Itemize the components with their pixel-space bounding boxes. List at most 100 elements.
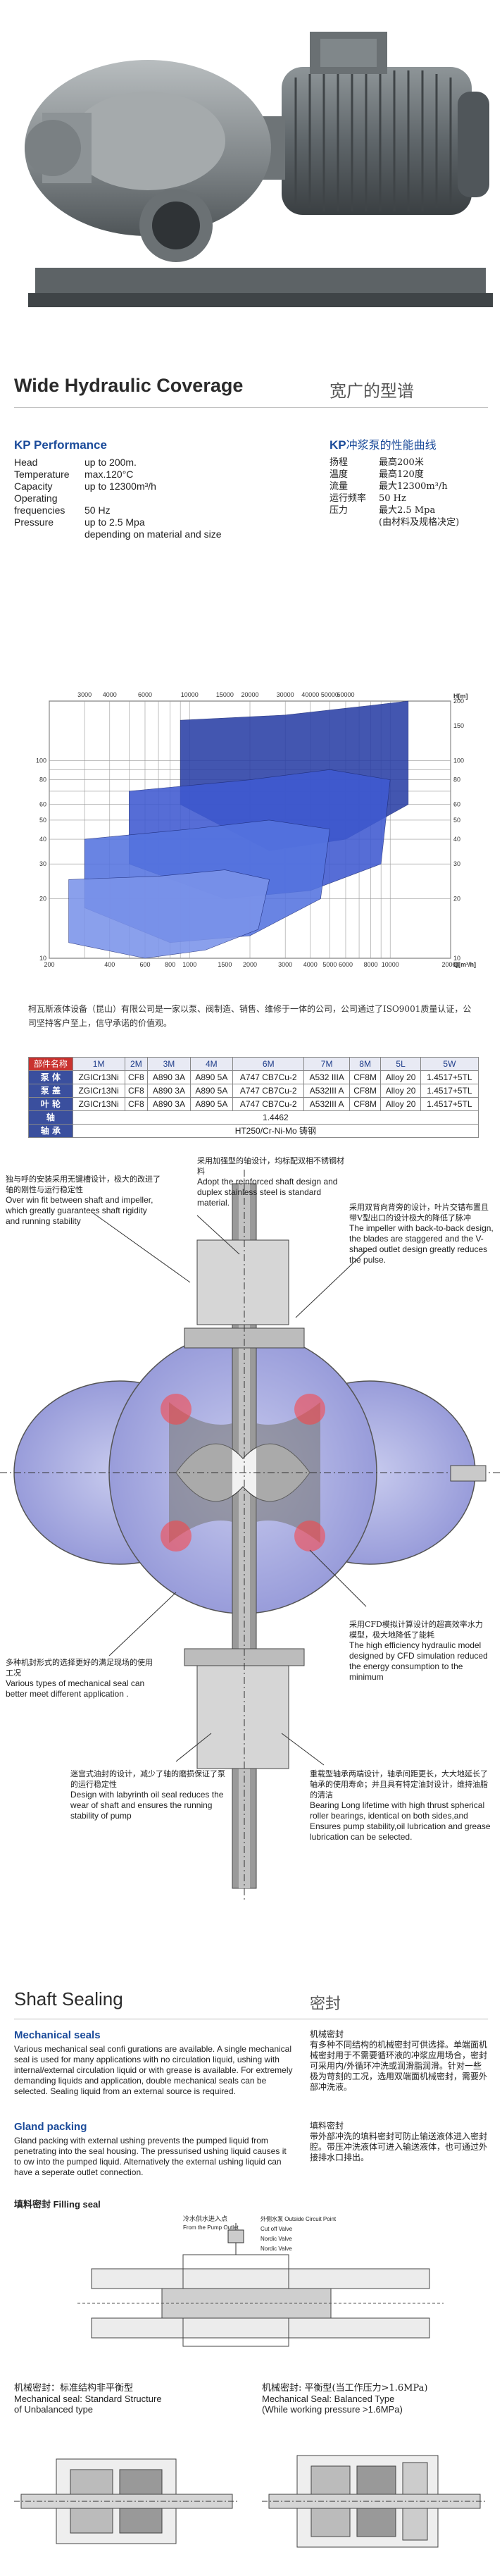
chart-tick-x-top: 60000 [337, 691, 354, 698]
ms-balanced-en-1: Mechanical Seal: Balanced Type [262, 2394, 395, 2404]
performance-title-cn-prefix: KP [330, 438, 346, 452]
note-cfd-cn: 采用CFD模拟计算设计的超高效率水力模型，极大地降低了能耗 [349, 1620, 483, 1640]
chart-tick-y-left: 30 [39, 860, 46, 867]
materials-header-cell: 2M [124, 1057, 149, 1071]
materials-cell: CF8M [349, 1097, 382, 1111]
chart-xlabel: Q[m³/h] [453, 961, 476, 968]
divider [14, 407, 488, 408]
performance-value: max.120°C [84, 469, 134, 480]
performance-key: frequencies [14, 504, 65, 516]
filling-seal-drawing: 冷水供水进入点 From the Pump Outlet 外侧水泵 Outsid… [77, 2215, 444, 2347]
chart-tick-x-top: 30000 [277, 691, 294, 698]
note-reinforced-shaft: 采用加强型的轴设计，均标配双相不锈钢材料 Adopt the reinforce… [197, 1156, 345, 1208]
chart-tick-x-bottom: 6000 [339, 961, 353, 968]
chart-tick-y-right: 40 [453, 836, 460, 843]
chart-tick-x-bottom: 2000 [243, 961, 257, 968]
materials-cell: Alloy 20 [380, 1097, 421, 1111]
performance-value: up to 200m. [84, 457, 137, 468]
materials-cell: A890 5A [189, 1070, 234, 1084]
materials-cell: A890 3A [147, 1070, 191, 1084]
note-impeller-cn: 采用双背向背旁的设计，叶片交错布置且带V型出口的设计极大的降低了脉冲 [349, 1203, 489, 1222]
chart-tick-y-left: 100 [36, 757, 46, 764]
materials-cell: 1.4517+5TL [420, 1084, 479, 1098]
materials-cell: CF8M [349, 1084, 382, 1098]
materials-cell: A532III A [303, 1097, 350, 1111]
performance-value: up to 12300m³/h [84, 481, 156, 492]
fill-callout-0: 冷水供水进入点 [183, 2215, 227, 2223]
note-impeller-en: The impeller with back-to-back design, t… [349, 1223, 494, 1265]
chart-tick-y-right: 50 [453, 817, 460, 824]
chart-tick-y-right: 10 [453, 955, 460, 962]
materials-cell: A747 CB7Cu-2 [232, 1070, 305, 1084]
chart-tick-x-top: 6000 [138, 691, 152, 698]
chart-tick-x-top: 40000 [301, 691, 319, 698]
chart-tick-x-bottom: 5000 [322, 961, 337, 968]
note-cfd-en: The high efficiency hydraulic model desi… [349, 1640, 488, 1682]
chart-tick-x-bottom: 20000 [441, 961, 459, 968]
performance-key [14, 528, 84, 540]
company-intro: 柯瓦斯液体设备（昆山）有限公司是一家以泵、阀制造、销售、维修于一体的公司，公司通… [28, 1004, 472, 1028]
note-labyrinth-cn: 迷宫式油封的设计，减少了轴的磨损保证了泵的运行稳定性 [70, 1769, 225, 1789]
performance-value: 最高120度 [379, 469, 424, 480]
chart-tick-x-bottom: 8000 [364, 961, 378, 968]
note-mech-seal: 多种机封形式的选择更好的满足现场的使用工况 Various types of m… [6, 1657, 157, 1699]
performance-row: 压力最大2.5 Mpa [330, 504, 491, 516]
mech-seal-balanced-drawing [262, 2455, 487, 2548]
materials-header-cell: 8M [349, 1057, 382, 1071]
performance-value: depending on material and size [84, 528, 222, 540]
note-cfd: 采用CFD模拟计算设计的超高效率水力模型，极大地降低了能耗 The high e… [349, 1619, 490, 1683]
gland-packing-text: Gland packing with external ushing preve… [14, 2136, 287, 2177]
materials-header-cell: 1M [72, 1057, 125, 1071]
materials-header-cell: 部件名称 [28, 1057, 73, 1071]
ms-unbalanced-en-1: Mechanical seal: Standard Structure [14, 2394, 162, 2404]
note-mech-seal-cn: 多种机封形式的选择更好的满足现场的使用工况 [6, 1658, 153, 1678]
materials-cell: CF8 [124, 1070, 149, 1084]
fill-callout-1: From the Pump Outlet [183, 2224, 239, 2231]
mech-seal-unbalanced-drawing [14, 2458, 239, 2544]
materials-cell: HT250/Cr-Ni-Mo 铸钢 [72, 1124, 479, 1138]
performance-key: 流量 [330, 481, 349, 492]
chart-tick-x-top: 50000 [321, 691, 339, 698]
materials-header-cell: 4M [189, 1057, 234, 1071]
gland-packing-cn-block: 填料密封 带外部冲洗的填料密封可防止输送液体进入密封腔。带压冲洗液体可进入输送液… [310, 2121, 489, 2163]
materials-cell: ZGICr13Ni [72, 1097, 125, 1111]
note-impeller: 采用双背向背旁的设计，叶片交错布置且带V型出口的设计极大的降低了脉冲 The i… [349, 1202, 494, 1265]
materials-cell: A890 5A [189, 1097, 234, 1111]
note-reinforced-shaft-en: Adopt the reinforced shaft design and du… [197, 1177, 338, 1208]
materials-cell: 轴 承 [28, 1124, 73, 1138]
performance-key: 扬程 [330, 457, 349, 468]
materials-header-cell: 3M [147, 1057, 191, 1071]
note-mech-seal-en: Various types of mechanical seal can bet… [6, 1678, 145, 1699]
fill-callout-4: Nordic Valve [261, 2236, 292, 2242]
materials-cell: A890 3A [147, 1097, 191, 1111]
pump-section-drawing: 独与呼的安装采用无键槽设计，极大的改进了轴的刚性与运行稳定性 Over win … [0, 1156, 502, 1987]
chart-tick-x-top: 3000 [77, 691, 92, 698]
materials-cell: A747 CB7Cu-2 [232, 1097, 305, 1111]
materials-cell: 1.4517+5TL [420, 1070, 479, 1084]
fill-callout-2: 外侧水泵 Outside Circuit Point [261, 2215, 337, 2222]
materials-cell: Alloy 20 [380, 1070, 421, 1084]
coverage-title: Wide Hydraulic Coverage [14, 375, 244, 396]
materials-cell: A532III A [303, 1084, 350, 1098]
performance-value: 最高200米 [379, 457, 424, 468]
performance-key: Capacity [14, 481, 53, 492]
chart-tick-x-bottom: 400 [104, 961, 115, 968]
chart-tick-x-top: 15000 [216, 691, 234, 698]
chart-tick-y-left: 20 [39, 896, 46, 903]
chart-tick-x-top: 4000 [103, 691, 117, 698]
performance-title-cn-wrap: KP冲浆泵的性能曲线 [330, 438, 437, 452]
chart-tick-x-top: 10000 [181, 691, 199, 698]
mechanical-seals-cn-block: 机械密封 有多种不同结构的机械密封可供选择。单端面机械密封用于不需要循环液的冲浆… [310, 2029, 489, 2093]
chart-tick-y-right: 20 [453, 896, 460, 903]
shaft-sealing-title: Shaft Sealing [14, 1988, 123, 2010]
gland-packing-title: Gland packing [14, 2121, 87, 2133]
fill-callout-3: Cut off Valve [261, 2226, 293, 2232]
